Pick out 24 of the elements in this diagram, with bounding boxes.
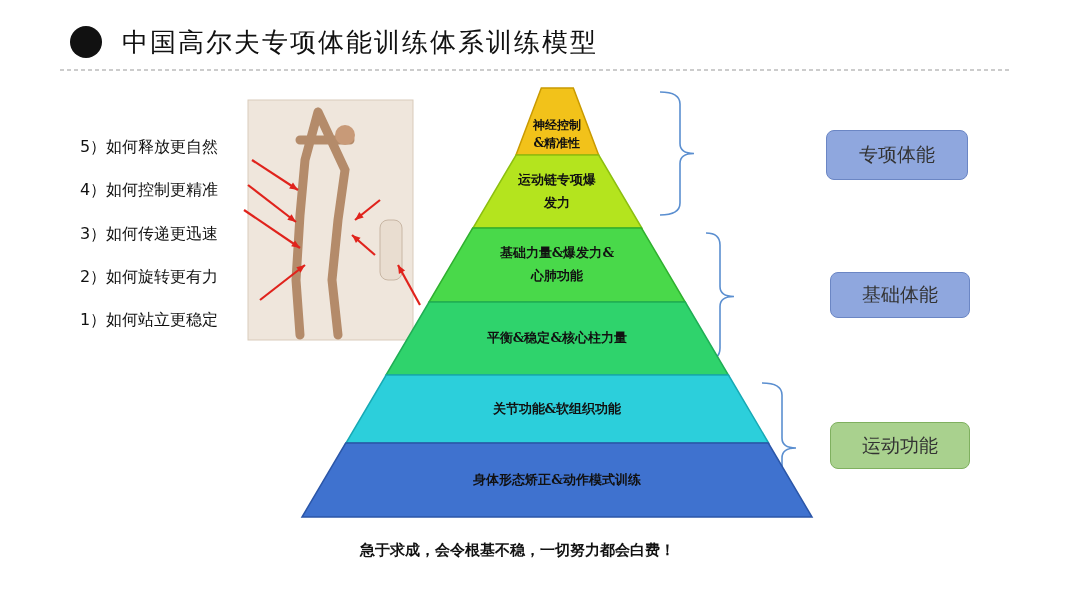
- category-label: 运动功能: [862, 432, 938, 458]
- level-label: 神经控制&精准性: [532, 117, 582, 152]
- slide-title: 中国高尔夫专项体能训练体系训练模型: [122, 26, 598, 59]
- category-box: [826, 130, 968, 180]
- level-label: 基础力量&爆发力&心肺功能: [498, 244, 616, 285]
- category-box: [830, 422, 970, 469]
- category-label: 专项体能: [859, 142, 935, 167]
- question-item: 4）如何控制更精准: [80, 180, 219, 201]
- level-label: 平衡&稳定&核心柱力量: [485, 329, 629, 348]
- category-label: 基础体能: [862, 282, 938, 307]
- level-label: 运动链专项爆发力: [517, 170, 597, 212]
- question-item: 1）如何站立更稳定: [80, 310, 219, 331]
- question-item: 2）如何旋转更有力: [80, 267, 219, 288]
- pyramid-level: [428, 228, 686, 302]
- pyramid-level: [302, 443, 812, 517]
- pyramid-level: [472, 155, 642, 228]
- level-label: 关节功能&软组织功能: [491, 399, 623, 418]
- level-label: 身体形态矫正&动作模式训练: [472, 470, 642, 489]
- question-item: 3）如何传递更迅速: [80, 224, 219, 245]
- pyramid-level: [345, 375, 769, 443]
- question-item: 5）如何释放更自然: [80, 137, 219, 158]
- footnote-text: 急于求成，会令根基不稳，一切努力都会白费！: [360, 541, 675, 560]
- category-box: [830, 272, 970, 318]
- pyramid-level: [385, 302, 729, 375]
